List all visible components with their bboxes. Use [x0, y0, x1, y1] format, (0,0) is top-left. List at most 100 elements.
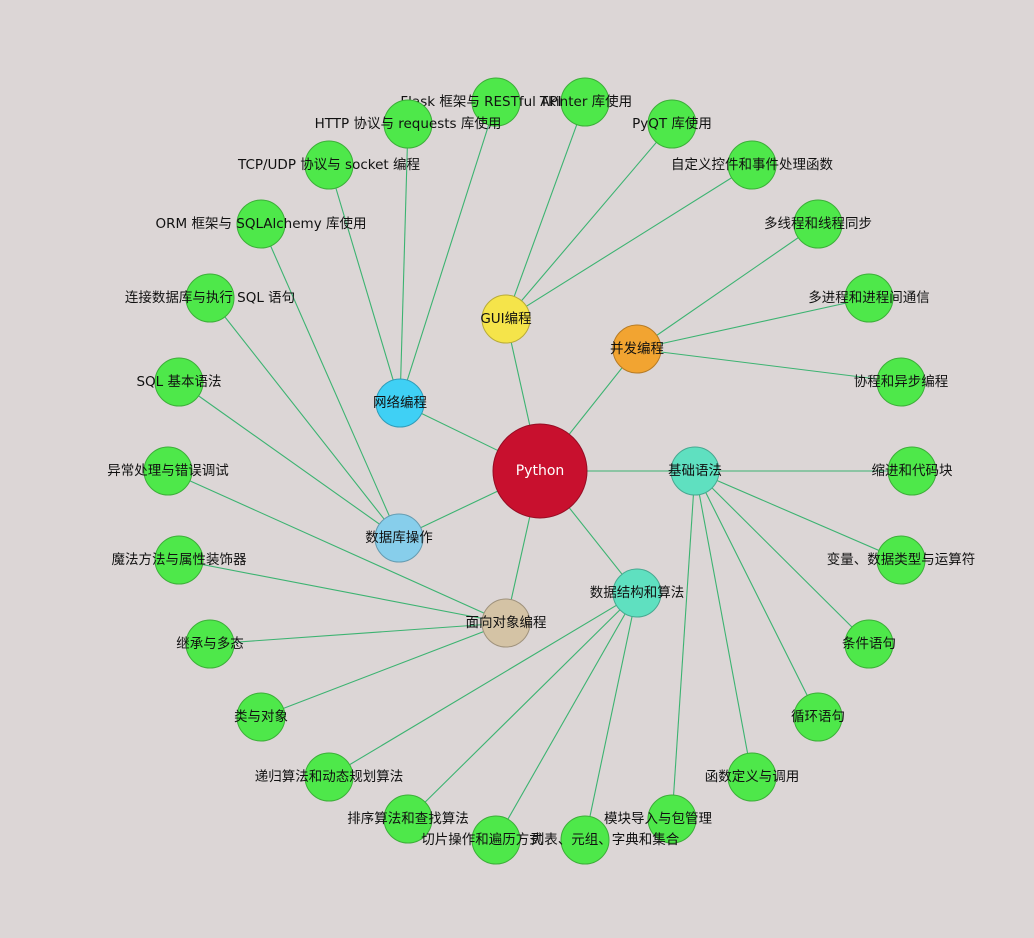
- topic-node-condition[interactable]: 条件语句: [842, 619, 896, 669]
- edge-database-sql-basic: [178, 381, 400, 539]
- root-node-python[interactable]: Python: [492, 423, 588, 519]
- edge-basic-loop: [694, 470, 819, 718]
- node-label: 异常处理与错误调试: [107, 463, 229, 479]
- node-label: ORM 框架与 SQLAlchemy 库使用: [156, 215, 367, 232]
- topic-node-loop[interactable]: 循环语句: [791, 692, 845, 742]
- edge-network-flask: [399, 101, 497, 404]
- node-circle: [560, 77, 610, 127]
- topic-node-connect-db[interactable]: 连接数据库与执行 SQL 语句: [125, 273, 295, 323]
- node-circle: [844, 619, 894, 669]
- topic-node-recursion[interactable]: 递归算法和动态规划算法: [255, 752, 404, 802]
- category-node-network[interactable]: 网络编程: [373, 378, 427, 428]
- node-circle: [727, 140, 777, 190]
- category-node-oop[interactable]: 面向对象编程: [466, 598, 547, 648]
- node-label: 排序算法和查找算法: [347, 811, 469, 827]
- edge-oop-exception: [167, 470, 507, 624]
- node-circle: [560, 815, 610, 865]
- edge-concurrency-multithread: [636, 223, 819, 350]
- edge-concurrency-multiprocess: [636, 297, 870, 350]
- node-label: 多线程和线程同步: [764, 215, 872, 232]
- node-label: 缩进和代码块: [872, 463, 953, 479]
- node-label: 类与对象: [234, 709, 288, 725]
- edge-oop-inherit: [209, 622, 507, 645]
- node-label: Flask 框架与 RESTful API: [400, 94, 561, 110]
- node-circle: [612, 324, 662, 374]
- topic-node-tkinter[interactable]: Tkinter 库使用: [539, 77, 632, 127]
- node-label: 连接数据库与执行 SQL 语句: [125, 289, 295, 306]
- node-circle: [374, 513, 424, 563]
- category-node-gui[interactable]: GUI编程: [480, 294, 532, 344]
- node-circle: [236, 199, 286, 249]
- node-circle: [876, 535, 926, 585]
- topic-node-custom-widget[interactable]: 自定义控件和事件处理函数: [671, 140, 833, 190]
- topic-node-multiprocess[interactable]: 多进程和进程间通信: [808, 273, 930, 323]
- node-label: 切片操作和遍历方式: [421, 832, 543, 848]
- topic-node-magic[interactable]: 魔法方法与属性装饰器: [112, 535, 247, 585]
- node-circle: [876, 357, 926, 407]
- node-label: 递归算法和动态规划算法: [255, 768, 404, 785]
- topic-node-sql-basic[interactable]: SQL 基本语法: [136, 357, 222, 407]
- node-label: 循环语句: [791, 709, 845, 725]
- category-node-basic[interactable]: 基础语法: [668, 446, 722, 496]
- node-circle: [154, 357, 204, 407]
- node-circle: [304, 752, 354, 802]
- node-circle: [185, 619, 235, 669]
- topic-node-tcp[interactable]: TCP/UDP 协议与 socket 编程: [237, 140, 420, 190]
- node-circle: [481, 598, 531, 648]
- node-label: 继承与多态: [176, 635, 244, 652]
- node-circle: [471, 815, 521, 865]
- edge-database-orm: [260, 223, 400, 539]
- category-node-concurrency[interactable]: 并发编程: [610, 324, 664, 374]
- edge-database-connect-db: [209, 297, 400, 539]
- topic-node-exception[interactable]: 异常处理与错误调试: [107, 446, 229, 496]
- node-circle: [383, 99, 433, 149]
- topic-node-inherit[interactable]: 继承与多态: [176, 619, 244, 669]
- node-label: PyQT 库使用: [632, 115, 712, 132]
- node-circle: [492, 423, 588, 519]
- category-node-dsa[interactable]: 数据结构和算法: [590, 568, 685, 618]
- edge-gui-tkinter: [505, 101, 586, 320]
- topic-node-variables[interactable]: 变量、数据类型与运算符: [827, 535, 976, 585]
- edge-concurrency-coroutine: [636, 348, 902, 383]
- node-label: 网络编程: [373, 395, 427, 411]
- edge-dsa-recursion: [328, 592, 638, 778]
- node-circle: [647, 99, 697, 149]
- edge-gui-custom-widget: [505, 164, 753, 320]
- topic-node-pyqt[interactable]: PyQT 库使用: [632, 99, 712, 149]
- node-label: GUI编程: [480, 311, 531, 327]
- node-circle: [154, 535, 204, 585]
- node-label: 模块导入与包管理: [604, 811, 712, 827]
- node-circle: [236, 692, 286, 742]
- topic-node-coroutine[interactable]: 协程和异步编程: [854, 357, 949, 407]
- topic-node-collections[interactable]: 列表、元组、字典和集合: [531, 815, 680, 865]
- category-node-database[interactable]: 数据库操作: [365, 513, 433, 563]
- node-label: 协程和异步编程: [854, 374, 949, 390]
- edge-dsa-collections: [584, 592, 638, 841]
- node-label: 列表、元组、字典和集合: [531, 832, 680, 848]
- node-label: 数据库操作: [365, 530, 433, 546]
- edge-basic-variables: [694, 470, 902, 561]
- node-label: SQL 基本语法: [136, 373, 221, 390]
- topic-node-slice[interactable]: 切片操作和遍历方式: [421, 815, 543, 865]
- edge-network-http: [399, 123, 409, 404]
- topic-node-class[interactable]: 类与对象: [234, 692, 288, 742]
- topic-node-http[interactable]: HTTP 协议与 requests 库使用: [315, 99, 502, 149]
- node-label: HTTP 协议与 requests 库使用: [315, 115, 502, 132]
- topic-node-flask[interactable]: Flask 框架与 RESTful API: [400, 77, 562, 127]
- node-circle: [304, 140, 354, 190]
- topic-node-module[interactable]: 模块导入与包管理: [604, 794, 712, 844]
- topic-node-multithread[interactable]: 多线程和线程同步: [764, 199, 872, 249]
- node-label: 魔法方法与属性装饰器: [112, 552, 247, 568]
- node-label: 多进程和进程间通信: [808, 289, 930, 306]
- topic-node-orm[interactable]: ORM 框架与 SQLAlchemy 库使用: [156, 199, 367, 249]
- node-label: TCP/UDP 协议与 socket 编程: [237, 157, 420, 173]
- edge-gui-pyqt: [505, 123, 673, 320]
- node-label: 变量、数据类型与运算符: [827, 552, 976, 568]
- topic-node-sorting[interactable]: 排序算法和查找算法: [347, 794, 469, 844]
- topic-node-indent[interactable]: 缩进和代码块: [872, 446, 953, 496]
- topic-node-function[interactable]: 函数定义与调用: [705, 752, 800, 802]
- edge-dsa-slice: [495, 592, 638, 841]
- node-circle: [481, 294, 531, 344]
